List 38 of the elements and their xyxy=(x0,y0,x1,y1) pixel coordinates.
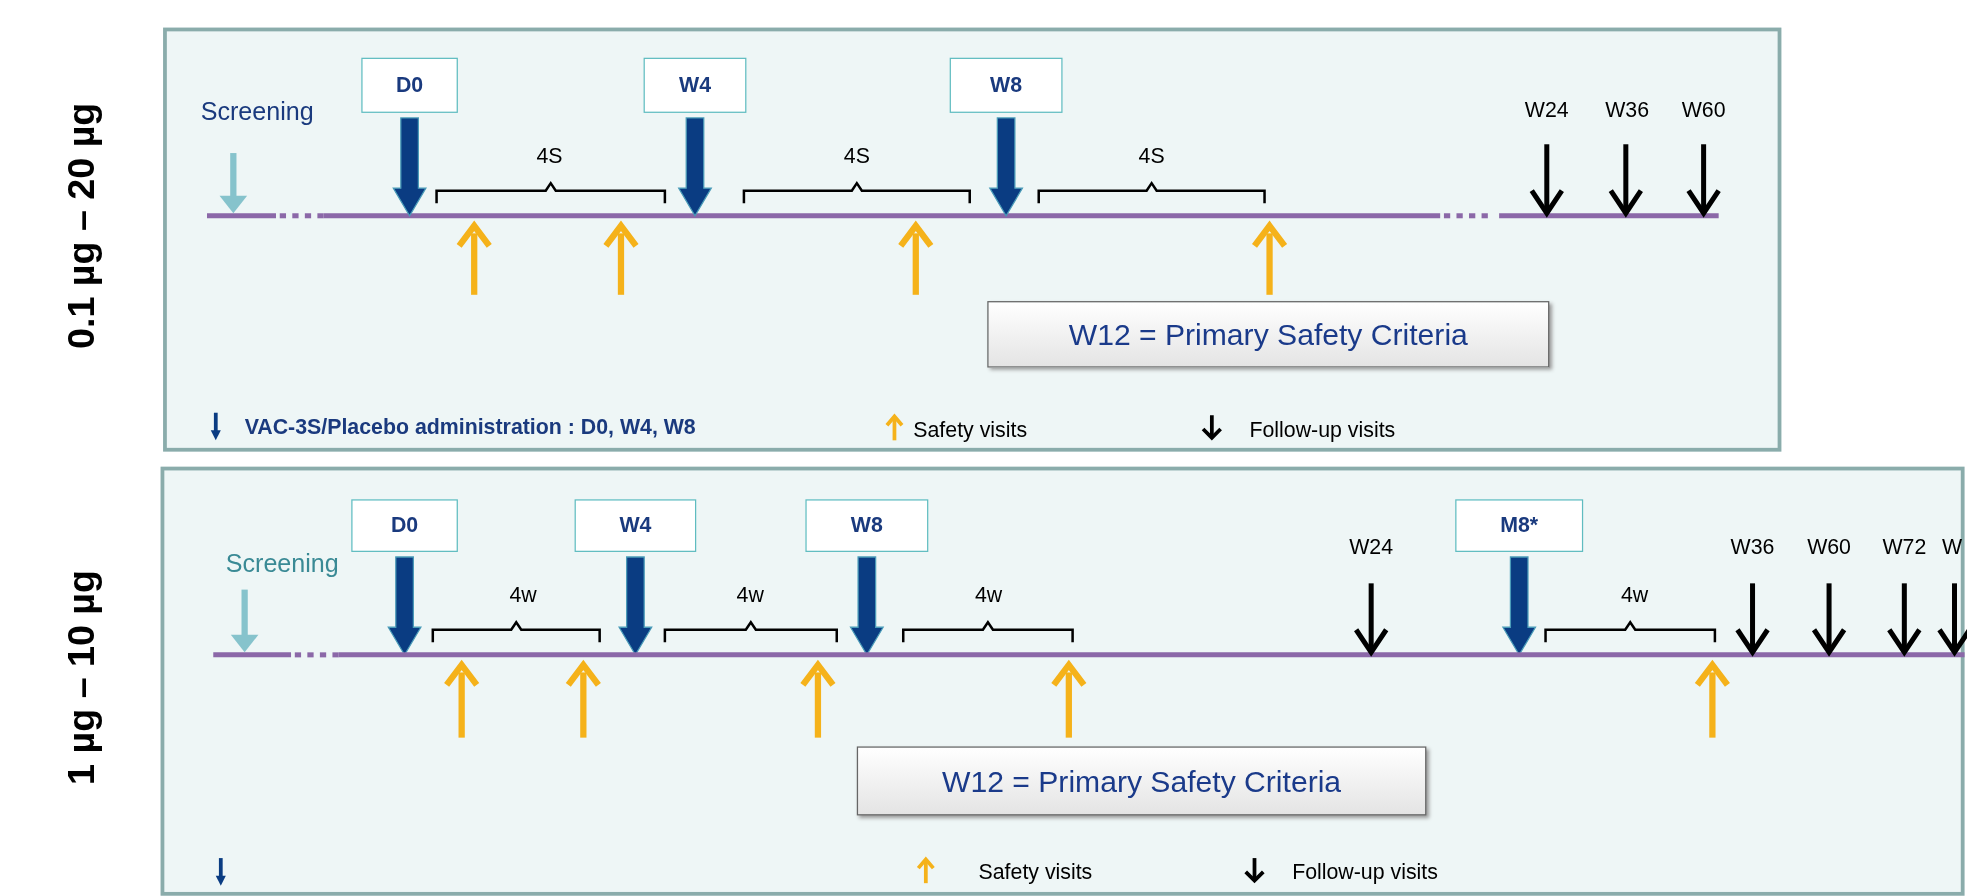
timepoint-label: W60 xyxy=(1807,535,1851,561)
panel-background xyxy=(163,27,1782,452)
timepoint-label: W xyxy=(1941,535,1963,561)
legend-label: VAC-3S/Placebo administration : D0, W4, W8 xyxy=(244,415,696,441)
criteria-box: W12 = Primary Safety Criteria xyxy=(856,746,1427,816)
timepoint-label: W36 xyxy=(1730,535,1775,561)
timepoint-label: W72 xyxy=(1882,535,1927,561)
timepoint-label: 4S xyxy=(1138,144,1165,170)
criteria-box: W12 = Primary Safety Criteria xyxy=(987,301,1550,368)
dose-arrow xyxy=(392,117,427,217)
timepoint-label: 4w xyxy=(1621,583,1649,609)
timepoint-label: W24 xyxy=(1524,97,1569,123)
dose-range-label: 1 µg – 10 µg xyxy=(60,569,103,785)
visit-label-box: D0 xyxy=(351,499,458,552)
dose-arrow xyxy=(677,117,713,217)
screening-label: Screening xyxy=(200,97,314,127)
visit-label-box: W8 xyxy=(805,499,929,552)
legend-label: Safety visits xyxy=(978,860,1093,886)
timepoint-label: W60 xyxy=(1681,97,1726,123)
visit-label-box: W8 xyxy=(949,57,1063,113)
timepoint-label: 4w xyxy=(509,583,537,609)
visit-label-box: M8* xyxy=(1455,499,1584,552)
timepoint-label: 4w xyxy=(974,583,1003,609)
visit-label-box: W4 xyxy=(643,57,747,113)
visit-label-box: D0 xyxy=(361,57,458,113)
legend-label: Safety visits xyxy=(913,417,1028,443)
dose-range-label: 0.1 µg – 20 µg xyxy=(60,102,103,349)
timepoint-label: W36 xyxy=(1605,97,1649,123)
timepoint-label: 4S xyxy=(536,144,563,170)
timepoint-label: 4w xyxy=(736,583,764,609)
dose-arrow xyxy=(988,117,1024,217)
screening-label: Screening xyxy=(225,549,339,579)
legend-label: Follow-up visits xyxy=(1292,860,1438,886)
timepoint-label: 4S xyxy=(843,144,870,170)
timepoint-label: W24 xyxy=(1349,535,1394,561)
panel-background xyxy=(160,466,1965,896)
legend-label: Follow-up visits xyxy=(1249,417,1396,443)
visit-label-box: W4 xyxy=(574,499,697,552)
